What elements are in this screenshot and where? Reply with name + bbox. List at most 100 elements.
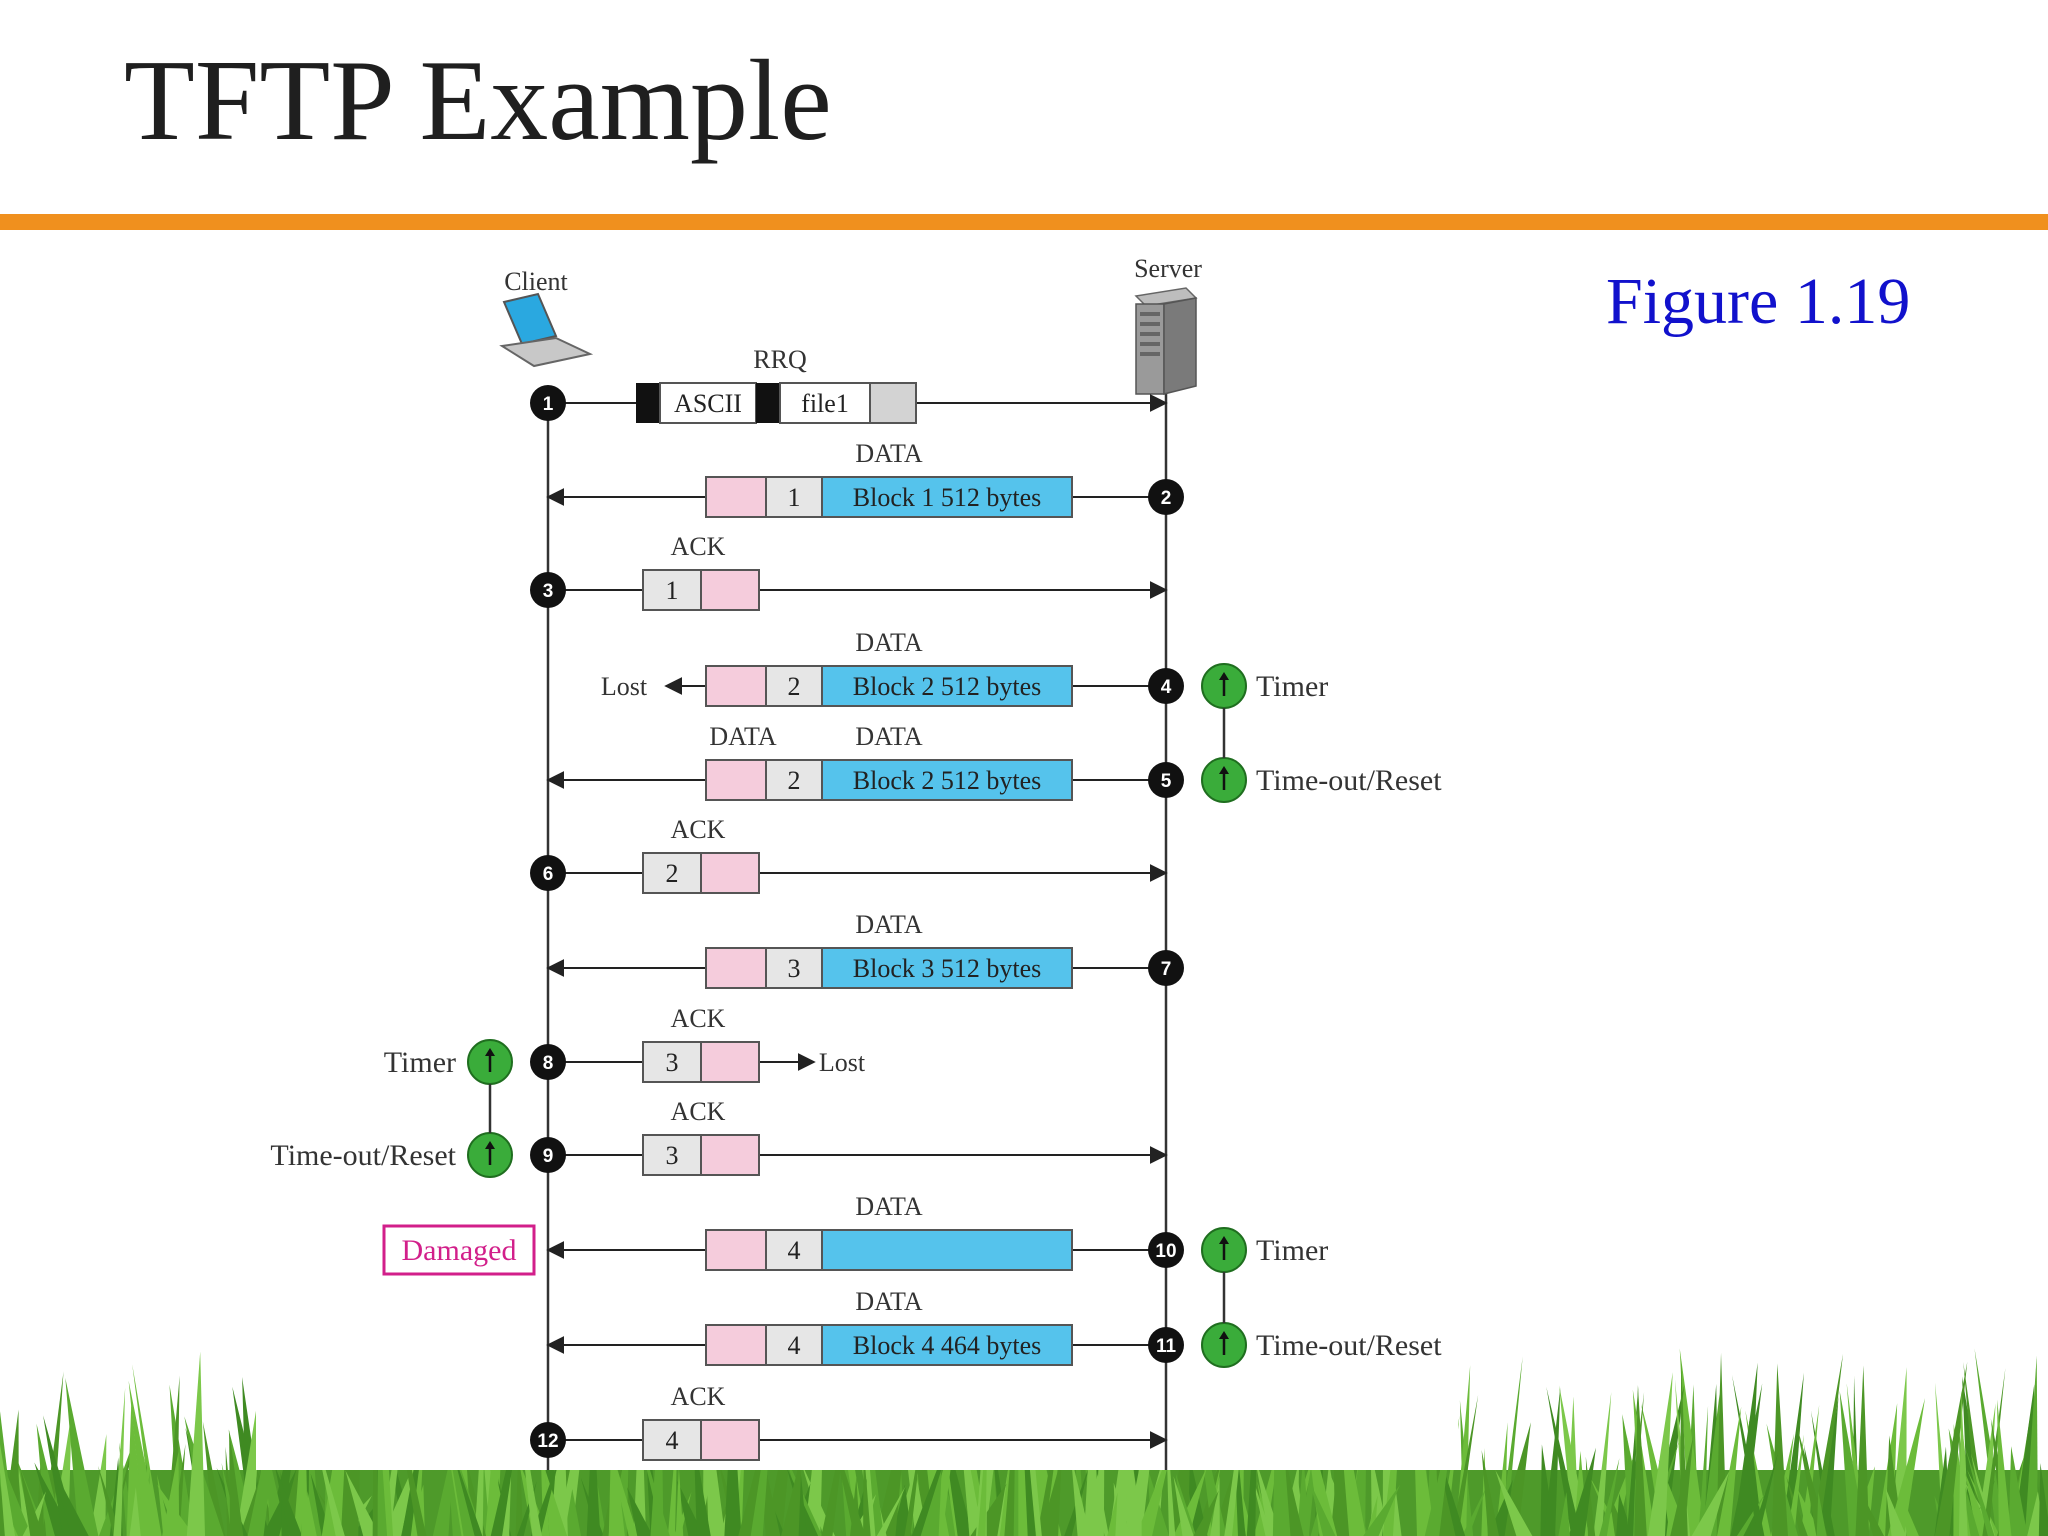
data-opcode-field-box (705, 1229, 767, 1271)
figure-label: Figure 1.19 (1606, 265, 1911, 338)
grass-blade (1818, 1395, 1839, 1536)
grass-blade (1285, 1461, 1304, 1536)
step-badge-circle (1148, 1232, 1184, 1268)
ack-label: ACK (671, 1382, 726, 1411)
step-badge-circle (1148, 479, 1184, 515)
grass-blade (957, 1397, 983, 1536)
ack-opcode-field-box (700, 1134, 760, 1176)
timer-hand-tip (485, 1048, 495, 1056)
grass-blade (1173, 1467, 1207, 1536)
data-opcode-field-box (705, 476, 767, 518)
rrq-label: RRQ (753, 345, 807, 374)
timer-label: Timer (1256, 670, 1328, 703)
grass-blade (997, 1451, 1011, 1536)
step-badge-circle (1148, 1327, 1184, 1363)
grass-blade (1736, 1491, 1767, 1536)
step-badge-circle (1148, 950, 1184, 986)
step-badge-circle (1148, 668, 1184, 704)
grass-blade (1210, 1475, 1220, 1536)
timer-icon (467, 1132, 513, 1178)
step-number: 10 (1155, 1241, 1176, 1262)
ack-opcode-field-box (700, 852, 760, 894)
grass-blade (1997, 1399, 2012, 1536)
timer-hand-tip (1219, 672, 1229, 680)
timer-icon (1201, 757, 1247, 803)
ack-block-number-field-text: 1 (666, 576, 679, 605)
grass-blade (1797, 1488, 1823, 1536)
grass-blade (1593, 1392, 1612, 1536)
grass-blade (781, 1453, 802, 1536)
grass-blade (1568, 1447, 1596, 1536)
grass-blade (1717, 1406, 1742, 1536)
ack-label: ACK (671, 815, 726, 844)
grass-blade (754, 1416, 781, 1536)
grass-blade (52, 1467, 89, 1536)
grass-blade (1255, 1457, 1281, 1536)
grass-blade (474, 1376, 485, 1536)
title-underline-bar (0, 214, 2048, 230)
ack-opcode-field-box (700, 1041, 760, 1083)
step-number-badge: 2 (1148, 479, 1184, 515)
step-badge-circle (530, 855, 566, 891)
step-number: 5 (1161, 771, 1172, 792)
grass-blade (1546, 1386, 1582, 1536)
grass-blade (0, 1457, 32, 1536)
data-payload-field-box (821, 947, 1073, 989)
data-block-number-field-box (765, 665, 823, 707)
grass-blade (1036, 1378, 1066, 1536)
damaged-label: Damaged (402, 1234, 517, 1267)
server-bay (1140, 352, 1160, 356)
grass-blade (2038, 1463, 2048, 1536)
grass-blade (1173, 1476, 1194, 1536)
data-payload-field-box (821, 1324, 1073, 1366)
timer-label: Time-out/Reset (1256, 764, 1442, 797)
data-label: DATA (855, 722, 922, 751)
ack-block-number-field-box (642, 1419, 702, 1461)
grass-blade (34, 1462, 74, 1536)
ack-block-number-field-text: 4 (666, 1426, 679, 1455)
step-number: 12 (537, 1431, 558, 1452)
rrq-end-field-box (869, 382, 917, 424)
grass-blade (1698, 1405, 1709, 1536)
rrq-file-field-box (779, 382, 871, 424)
grass-blade (876, 1485, 906, 1536)
server-side (1163, 297, 1197, 395)
step-number-badge: 12 (530, 1422, 566, 1458)
data-block-number-field-box (765, 1324, 823, 1366)
step-number-badge: 7 (1148, 950, 1184, 986)
laptop-base (499, 336, 594, 368)
grass-blade (1451, 1394, 1479, 1536)
step-number-badge: 4 (1148, 668, 1184, 704)
grass-blade (1019, 1352, 1036, 1536)
grass-blade (129, 1487, 141, 1536)
damaged-box (382, 1224, 536, 1276)
timer-hand-tip (1219, 1331, 1229, 1339)
grass-blade (119, 1442, 136, 1536)
grass-blade (1107, 1492, 1118, 1536)
step-number: 6 (543, 864, 554, 885)
step-number-badge: 8 (530, 1044, 566, 1080)
grass-blade (1816, 1491, 1827, 1536)
grass-blade (693, 1436, 711, 1536)
ack-label: ACK (671, 1004, 726, 1033)
grass-blade (1224, 1354, 1251, 1536)
step-number-badge: 5 (1148, 762, 1184, 798)
data-payload-field-box (821, 665, 1073, 707)
grass-blade (1770, 1433, 1794, 1536)
ack-block-number-field-text: 3 (666, 1141, 679, 1170)
timer-hand-tip (485, 1141, 495, 1149)
grass-blade (1958, 1391, 1968, 1536)
data-payload-field-box (821, 759, 1073, 801)
grass-blade (235, 1369, 263, 1536)
grass-blade (13, 1449, 47, 1536)
laptop-icon (499, 292, 594, 368)
data-payload-field-text: Block 2 512 bytes (853, 672, 1042, 701)
ack-block-number-field-text: 3 (666, 1048, 679, 1077)
grass-blade (132, 1363, 162, 1536)
grass-blade (229, 1429, 244, 1536)
grass-blade (1424, 1409, 1455, 1536)
server-bay (1140, 332, 1160, 336)
step-number: 3 (543, 581, 554, 602)
slide-title: TFTP Example (124, 37, 832, 165)
grass-blade (394, 1389, 427, 1536)
